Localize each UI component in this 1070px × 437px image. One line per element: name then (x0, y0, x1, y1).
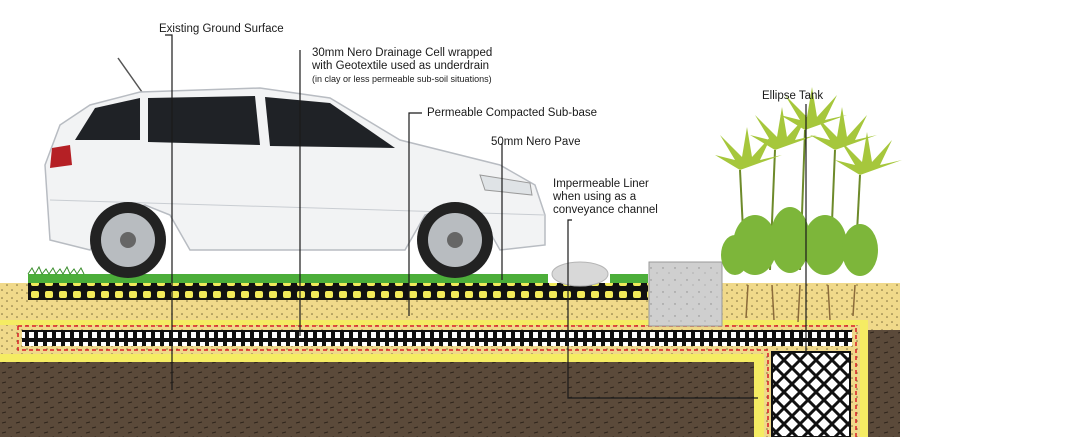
label-ellipse-tank: Ellipse Tank (762, 90, 824, 102)
liner-sand-fill (0, 325, 860, 437)
ellipse-tank-crate (771, 351, 851, 437)
nero-drainage-cell (22, 330, 852, 346)
label-existing-ground: Existing Ground Surface (159, 23, 284, 35)
label-subbase: Permeable Compacted Sub-base (427, 107, 598, 119)
grass (27, 265, 648, 283)
geotextile-wrap (17, 325, 857, 437)
rock (551, 261, 609, 287)
label-nero-pave: 50mm Nero Pave (491, 136, 581, 148)
plant-image (715, 87, 902, 323)
car-image (44, 57, 546, 278)
leader-lines (165, 34, 807, 399)
label-drainage-cell: 30mm Nero Drainage Cell wrapped with Geo… (312, 47, 493, 84)
nero-pave (28, 283, 648, 300)
concrete-block (648, 261, 723, 327)
label-liner: Impermeable Liner when using as a convey… (553, 178, 658, 216)
